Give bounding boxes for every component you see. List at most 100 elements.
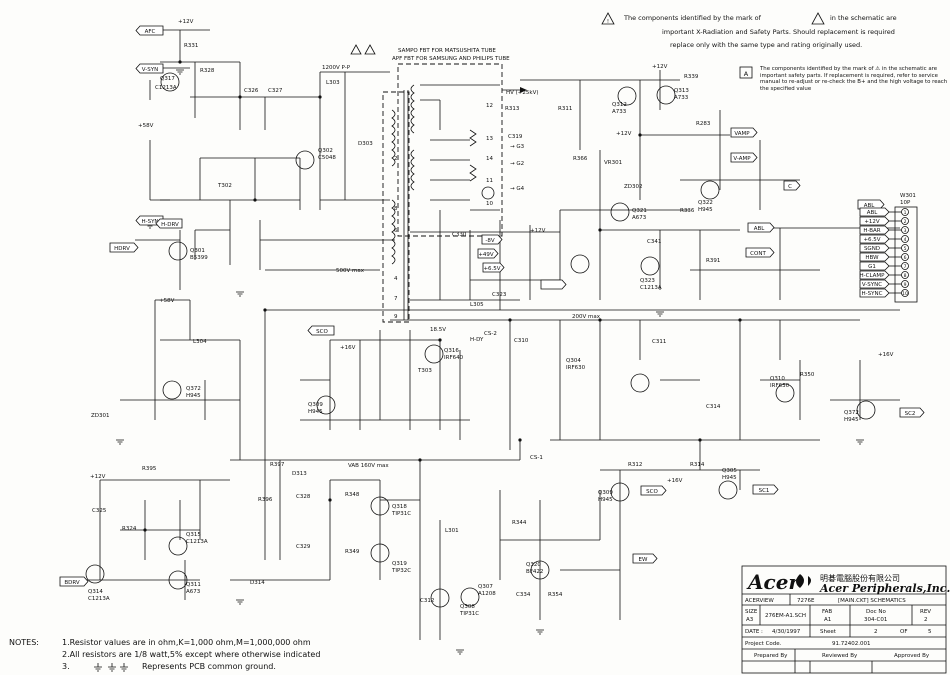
svg-text:C327: C327 — [268, 88, 283, 94]
svg-text:10: 10 — [486, 201, 493, 207]
svg-text:C1213A: C1213A — [186, 539, 208, 545]
connector-pin-label: V-SYNC — [862, 282, 882, 288]
net-flag-hdrv: HDRV — [109, 242, 139, 253]
svg-text:Q313: Q313 — [674, 88, 689, 94]
svg-text:L303: L303 — [326, 80, 340, 86]
connector-pin-label: H-SYNC — [862, 291, 883, 297]
svg-text:Project Code.: Project Code. — [745, 641, 782, 647]
connector-pin-number: 7 — [904, 264, 907, 270]
svg-text:C: C — [788, 184, 792, 190]
svg-text:IRF630: IRF630 — [770, 383, 790, 389]
svg-text:H945: H945 — [722, 475, 737, 481]
net-flag-sc1: SC1 — [752, 484, 779, 495]
svg-text:C319: C319 — [508, 134, 523, 140]
net-flag-vamp-2: V-AMP — [730, 152, 758, 163]
svg-text:VAMP: VAMP — [734, 131, 750, 137]
svg-text:7276E: 7276E — [797, 598, 815, 604]
label-12v-3: +12V — [652, 64, 668, 70]
net-flag-sco: SCO — [307, 325, 335, 336]
svg-text:R336: R336 — [680, 208, 695, 214]
svg-text:Q312: Q312 — [612, 102, 627, 108]
warning-line-1b: in the schematic are — [830, 14, 897, 22]
svg-text:C328: C328 — [296, 494, 311, 500]
connector-pin-flag — [859, 261, 890, 271]
connector-pin-label: G1 — [868, 264, 876, 270]
connector-pin-flag — [859, 207, 890, 217]
svg-text:R396: R396 — [258, 497, 273, 503]
svg-text:R366: R366 — [573, 156, 588, 162]
svg-text:BDRV: BDRV — [64, 580, 80, 586]
connector-pin-label: H-BAR — [863, 228, 880, 234]
net-flag-28v: -8V — [481, 234, 503, 245]
label-58v-2: +58V — [159, 298, 175, 304]
safety-text-box: The components identified by the mark of… — [760, 66, 947, 92]
svg-text:Sheet: Sheet — [820, 629, 837, 635]
svg-text:2: 2 — [394, 156, 398, 162]
svg-text:12: 12 — [486, 103, 493, 109]
svg-text:H945: H945 — [598, 497, 613, 503]
connector-abl-label: ABL — [864, 203, 876, 209]
label-hv: HV (+25kV) — [506, 90, 539, 96]
svg-text:B5399: B5399 — [190, 255, 208, 261]
connector-pin-number: 2 — [904, 219, 907, 225]
svg-text:7: 7 — [394, 296, 398, 302]
svg-text:C312: C312 — [420, 598, 434, 604]
note-2: 2.All resistors are 1/8 watt,5% except w… — [62, 650, 320, 659]
safety-mark: A — [744, 70, 749, 78]
svg-text:4: 4 — [394, 276, 398, 282]
connector-pin-number: 8 — [904, 273, 907, 279]
svg-text:C323: C323 — [492, 292, 507, 298]
svg-text:+12V: +12V — [178, 19, 194, 25]
svg-text:→ G3: → G3 — [510, 144, 525, 150]
svg-text:ABL: ABL — [754, 226, 766, 232]
svg-text:DATE :: DATE : — [745, 629, 763, 635]
svg-text:Q316: Q316 — [444, 348, 459, 354]
svg-text:R313: R313 — [505, 106, 520, 112]
svg-text:-8V: -8V — [485, 238, 494, 244]
svg-text:L305: L305 — [470, 302, 484, 308]
net-flag-sc2: SC2 — [899, 407, 925, 418]
svg-text:→ G4: → G4 — [510, 186, 525, 192]
svg-text:SIZE: SIZE — [745, 609, 758, 615]
svg-text:C310: C310 — [514, 338, 529, 344]
project-code: 91.72402.001 — [832, 641, 871, 647]
connector-pin-label: +12V — [864, 219, 880, 225]
svg-text:C5048: C5048 — [318, 155, 336, 161]
svg-text:A1: A1 — [824, 617, 831, 623]
connector-abl-flag — [857, 199, 885, 210]
svg-text:Q302: Q302 — [318, 148, 333, 154]
svg-text:L304: L304 — [193, 339, 207, 345]
svg-text:Q307: Q307 — [478, 584, 493, 590]
svg-text:Q321: Q321 — [632, 208, 647, 214]
svg-text:IRF630: IRF630 — [566, 365, 586, 371]
net-flag-c: C — [783, 180, 801, 191]
svg-text:R312: R312 — [628, 462, 642, 468]
svg-text:ZD302: ZD302 — [624, 184, 643, 190]
notes-heading: NOTES: — [9, 638, 39, 647]
connector-pin-number: 3 — [904, 228, 907, 234]
svg-text:H945: H945 — [698, 207, 713, 213]
fbt-transformer: 12 13 14 11 10 2 8 6 4 7 9 HV (+25kV) → … — [382, 63, 539, 323]
svg-text:AFC: AFC — [145, 29, 156, 35]
svg-text:R348: R348 — [345, 492, 360, 498]
svg-text:C334: C334 — [516, 592, 531, 598]
svg-text:C330: C330 — [452, 232, 467, 238]
svg-text:T302: T302 — [217, 183, 232, 189]
svg-text:REV: REV — [920, 609, 931, 615]
svg-text:HDRV: HDRV — [114, 246, 130, 252]
svg-text:8: 8 — [394, 206, 398, 212]
svg-text:Q309: Q309 — [598, 490, 613, 496]
net-flag-49v: +6.5V — [482, 262, 505, 273]
svg-text:Q323: Q323 — [640, 278, 655, 284]
svg-text:V-SYN: V-SYN — [142, 67, 158, 73]
svg-text:11: 11 — [486, 178, 493, 184]
acer-logo-icon — [796, 574, 811, 588]
warning-triangle-icon — [364, 44, 376, 55]
xray-warning: ! The components identified by the mark … — [601, 12, 897, 49]
pcb-ground-icon — [94, 663, 128, 672]
transistor-symbols — [85, 72, 876, 608]
label-16v: +16V — [340, 345, 356, 351]
safety-mark-box — [739, 66, 753, 79]
